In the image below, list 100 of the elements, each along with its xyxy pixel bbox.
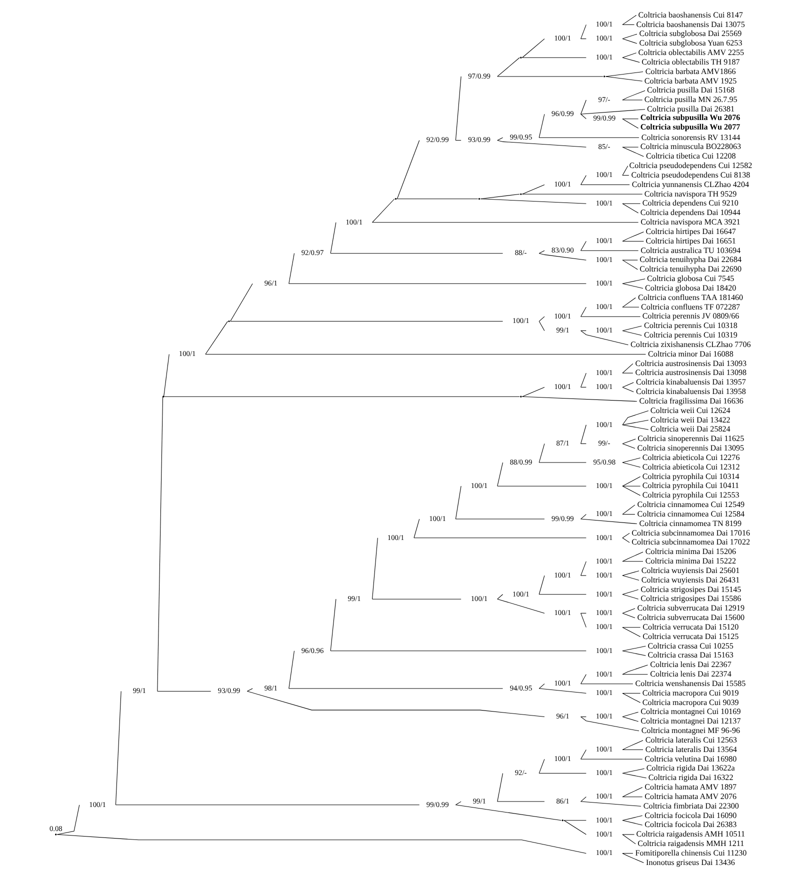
connector [497, 137, 504, 141]
connector [522, 38, 545, 58]
node-text: 93/0.99 [218, 686, 240, 696]
connector [622, 34, 638, 40]
node-text: 92/0.99 [426, 135, 449, 144]
node-text: 100/1 [596, 382, 613, 392]
node-point [520, 396, 522, 398]
connector [622, 664, 648, 675]
node-text: 96/0.99 [552, 109, 574, 118]
node-text: 100/1 [178, 349, 196, 358]
node-text: 100/1 [554, 34, 572, 43]
node-text: 87/1 [556, 438, 570, 448]
node-point [55, 834, 57, 836]
node-text: 100/1 [596, 792, 613, 801]
node-text: 92/0.97 [301, 248, 324, 258]
connector [455, 801, 462, 806]
connector [622, 740, 644, 750]
connector [622, 650, 646, 656]
connector [497, 598, 545, 614]
connector [330, 650, 586, 652]
node-text: 100/1 [596, 622, 613, 632]
connector [622, 240, 644, 242]
node-text: 100/1 [554, 311, 572, 320]
connector [164, 396, 520, 397]
node-text: 96/1 [264, 278, 278, 288]
node-text: 99/0.95 [510, 132, 532, 142]
connector [622, 834, 636, 844]
connector [497, 57, 520, 77]
connector [157, 690, 212, 692]
node-text: 99/1 [132, 686, 146, 696]
connector [622, 38, 638, 44]
connector [622, 326, 642, 331]
connector [622, 612, 636, 618]
connector [622, 820, 643, 826]
connector [455, 140, 462, 141]
connector [538, 316, 545, 322]
connector [622, 646, 646, 652]
connector [622, 232, 644, 242]
connector [622, 532, 630, 538]
connector [538, 575, 545, 595]
node-text: 99/0.99 [552, 514, 574, 523]
connector [522, 396, 638, 402]
connector [538, 684, 545, 689]
node-text: 100/1 [596, 646, 613, 655]
connector [580, 518, 638, 524]
connector [580, 250, 639, 251]
connector [522, 57, 586, 58]
node-text: 100/1 [470, 480, 488, 490]
node-text: 100/1 [596, 768, 613, 778]
label: 0.08 [49, 824, 62, 834]
node-text: 88/0.99 [510, 457, 532, 466]
connector [622, 458, 641, 463]
connector [622, 306, 640, 308]
node-text: 100/1 [596, 570, 613, 580]
connector [605, 76, 643, 82]
node-text: 100/1 [554, 608, 572, 618]
node-text: 100/1 [596, 589, 613, 598]
connector [372, 198, 395, 223]
connector [622, 297, 636, 308]
node-text: 86/1 [556, 796, 570, 806]
connector [622, 146, 639, 148]
node-text: 100/1 [596, 52, 613, 62]
connector [205, 354, 646, 355]
node-text: 100/1 [346, 217, 363, 226]
node-text: 100/1 [596, 608, 613, 618]
connector [56, 834, 586, 854]
connector [480, 198, 586, 204]
connector [372, 598, 462, 600]
connector [622, 283, 644, 289]
connector [56, 804, 80, 835]
connector [497, 801, 545, 802]
connector [622, 570, 640, 576]
node-text: 100/1 [596, 368, 613, 377]
connector [622, 57, 640, 63]
node-text: 100/1 [596, 556, 613, 566]
connector [580, 316, 641, 317]
node-text: 99/0.99 [593, 114, 616, 123]
connector [622, 692, 641, 703]
connector [372, 222, 639, 223]
node-text: 88/- [514, 248, 527, 258]
connector [580, 109, 646, 114]
connector [580, 801, 642, 807]
connector [622, 386, 634, 392]
connector [622, 514, 636, 515]
connector [622, 24, 635, 25]
connector [538, 688, 586, 694]
connector [622, 627, 641, 638]
connector [246, 690, 545, 718]
connector [580, 575, 586, 576]
connector [538, 253, 586, 260]
node-text: 100/1 [596, 420, 613, 429]
connector [580, 175, 586, 186]
connector [622, 382, 634, 388]
node-text: 100/1 [387, 532, 404, 542]
node-text: 99/0.99 [426, 800, 449, 809]
node-text: 100/1 [596, 509, 613, 518]
node-text: 96/1 [556, 712, 570, 721]
node-text: 100/1 [596, 170, 613, 180]
connector [622, 476, 641, 486]
connector [580, 758, 643, 760]
